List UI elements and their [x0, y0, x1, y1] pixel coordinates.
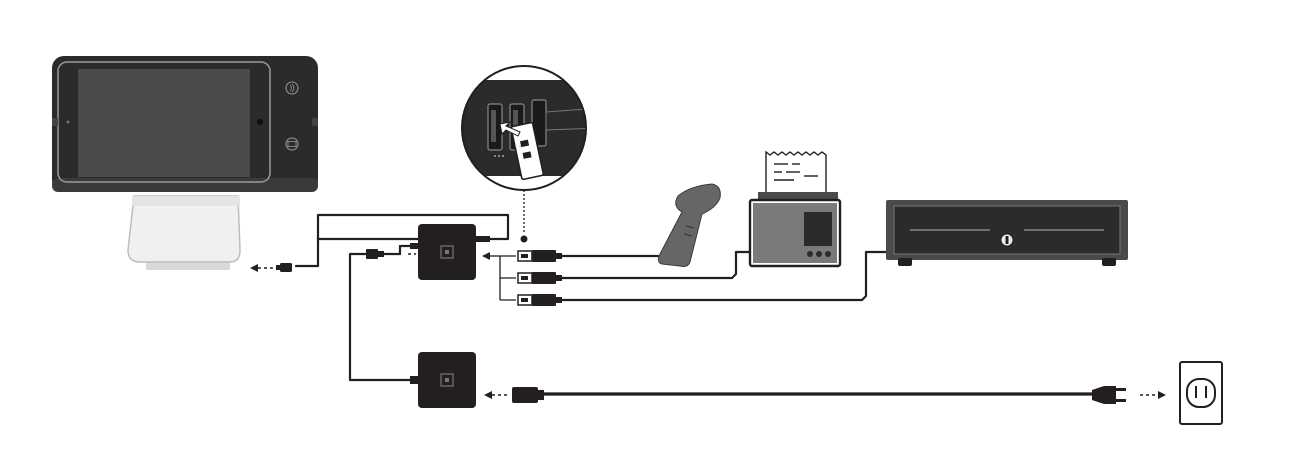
- hub-to-stand-cable: [294, 213, 510, 268]
- square-logo-icon: [440, 373, 454, 387]
- stand-column: [127, 195, 241, 263]
- contactless-reader-icon: [285, 81, 299, 95]
- usb-hub: [410, 224, 490, 280]
- usb-connector-scanner: [517, 250, 562, 262]
- insert-arrow-icon: [499, 121, 521, 137]
- hub-power-plug: [366, 249, 384, 259]
- card-reader-icon: [285, 137, 299, 151]
- arrow-left-icon: [250, 264, 258, 272]
- cash-drawer: [886, 200, 1128, 266]
- power-cord-connector: [512, 387, 544, 403]
- adapter-to-hub-cable: [348, 252, 418, 382]
- usb-port-detail: [461, 65, 587, 243]
- arrow-right-icon: [1158, 391, 1166, 399]
- cables: [294, 213, 1094, 396]
- hub-power-input-cable: [382, 244, 418, 256]
- tablet-screen: [78, 69, 250, 177]
- usb-connectors: [517, 250, 562, 306]
- power-adapter: [410, 352, 476, 408]
- wall-outlet: [1179, 361, 1223, 425]
- cash-drawer-cable: [560, 250, 888, 302]
- barcode-scanner: [657, 183, 721, 267]
- leader-dot: [520, 235, 528, 243]
- power-plug: [1092, 386, 1126, 404]
- arrow-left-icon: [482, 252, 490, 260]
- arrow-left-icon: [484, 391, 492, 399]
- receipt-printer: [748, 150, 842, 268]
- register-stand: [52, 56, 318, 270]
- barcode-scanner-icon: [657, 183, 721, 267]
- square-logo-icon: [440, 245, 454, 259]
- usb-connector-cash-drawer: [517, 294, 562, 306]
- printer-cable: [560, 250, 752, 280]
- stand-usb-plug: [276, 263, 292, 272]
- arrow-dashes: [258, 253, 1158, 396]
- power-outlet-icon: [1186, 378, 1216, 408]
- home-button-icon: [256, 118, 264, 126]
- arrows: [250, 252, 1166, 399]
- receipt-paper: [765, 150, 827, 195]
- hub-port-bracket: [486, 255, 516, 301]
- usb-connector-printer: [517, 272, 562, 284]
- stand-base-shadow: [146, 262, 230, 270]
